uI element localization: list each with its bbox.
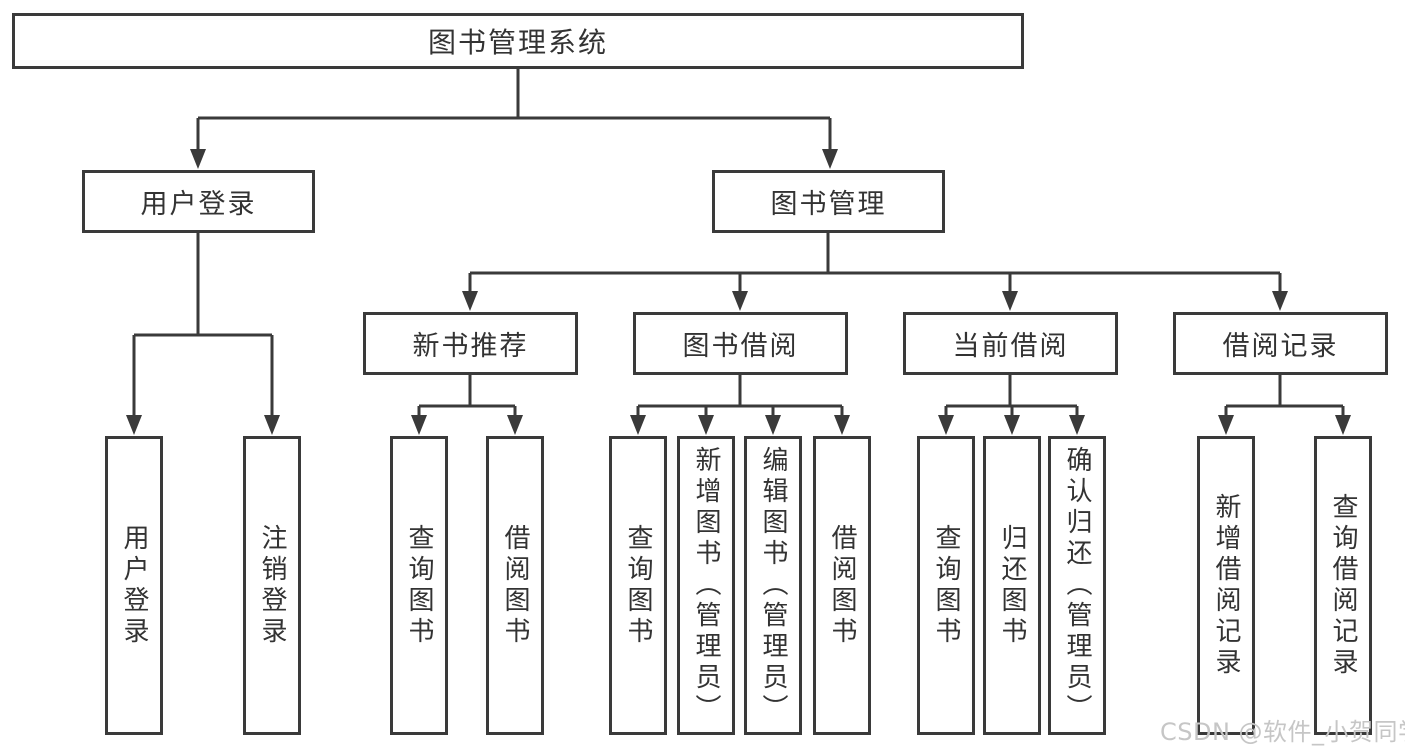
node-book-management: 图书管理 xyxy=(712,170,945,233)
node-label: 借阅图书 xyxy=(827,523,857,648)
node-label: 查询图书 xyxy=(931,523,961,648)
node-label: 查询借阅记录 xyxy=(1328,492,1358,679)
node-borrowing-records: 借阅记录 xyxy=(1173,312,1388,375)
node-label: 图书管理 xyxy=(770,189,887,220)
node-add-borrow-record: 新增借阅记录 xyxy=(1197,436,1255,735)
node-label: 新书推荐 xyxy=(412,331,529,362)
node-query-books-borrowing: 查询图书 xyxy=(609,436,667,735)
node-user-login: 用户登录 xyxy=(82,170,315,233)
node-label: 查询图书 xyxy=(404,523,434,648)
node-borrow-books-recommend: 借阅图书 xyxy=(486,436,544,735)
node-new-book-recommendation: 新书推荐 xyxy=(363,312,578,375)
node-confirm-return-admin: 确认归还（管理员） xyxy=(1048,436,1106,735)
node-label: 确认归还（管理员） xyxy=(1062,446,1092,725)
node-query-books-current: 查询图书 xyxy=(917,436,975,735)
tree-edges xyxy=(132,69,1345,418)
node-label: 借阅图书 xyxy=(500,523,530,648)
node-label: 归还图书 xyxy=(997,523,1027,648)
node-label: 查询图书 xyxy=(623,523,653,648)
node-label: 用户登录 xyxy=(119,523,149,648)
node-edit-book-admin: 编辑图书（管理员） xyxy=(744,436,802,735)
node-query-borrow-record: 查询借阅记录 xyxy=(1314,436,1372,735)
node-label: 借阅记录 xyxy=(1222,331,1339,362)
csdn-watermark: CSDN @软件_小贺同学 xyxy=(1160,718,1405,746)
node-label: 当前借阅 xyxy=(952,331,1069,362)
node-query-books-recommend: 查询图书 xyxy=(390,436,448,735)
node-current-borrowing: 当前借阅 xyxy=(903,312,1118,375)
node-book-borrowing: 图书借阅 xyxy=(633,312,848,375)
node-label: 新增借阅记录 xyxy=(1211,492,1241,679)
node-label: 编辑图书（管理员） xyxy=(758,446,788,725)
arrowheads xyxy=(126,149,1351,435)
node-return-books: 归还图书 xyxy=(983,436,1041,735)
node-label: 注销登录 xyxy=(257,523,287,648)
node-label: 用户登录 xyxy=(140,189,257,220)
node-label: 图书借阅 xyxy=(682,331,799,362)
node-library-management-system: 图书管理系统 xyxy=(12,13,1024,69)
node-logout: 注销登录 xyxy=(243,436,301,735)
node-add-book-admin: 新增图书（管理员） xyxy=(677,436,735,735)
node-label: 新增图书（管理员） xyxy=(691,446,721,725)
node-user-login-leaf: 用户登录 xyxy=(105,436,163,735)
node-label: 图书管理系统 xyxy=(427,26,608,59)
node-borrow-books-borrowing: 借阅图书 xyxy=(813,436,871,735)
